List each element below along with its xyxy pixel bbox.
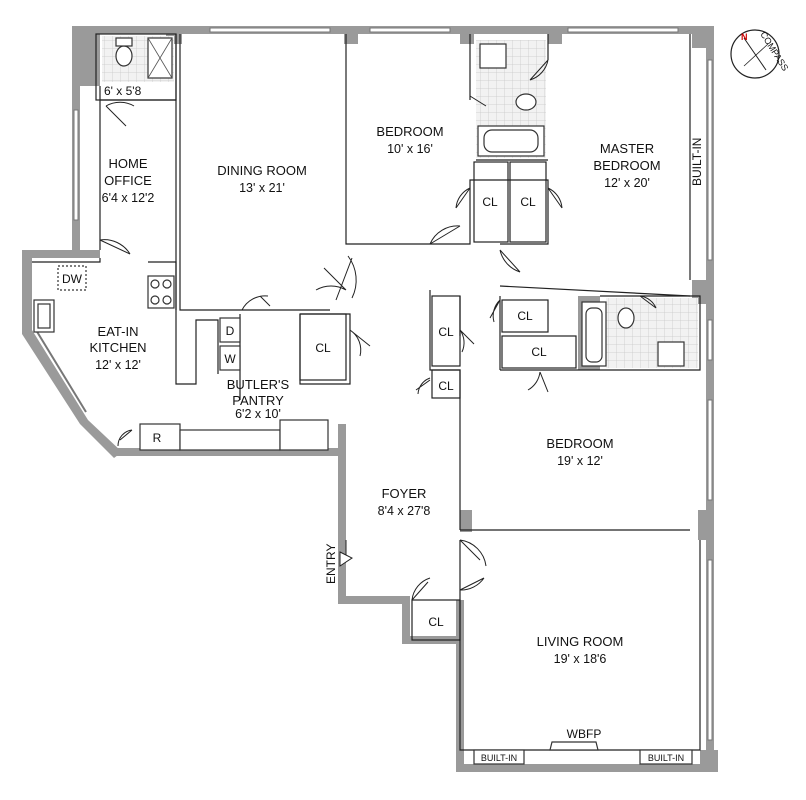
master-bedroom-name-2: BEDROOM xyxy=(593,158,660,173)
closet-labels: CL CL CL CL CL CL CL CL xyxy=(315,195,547,629)
kitchen-size: 12' x 12' xyxy=(95,358,141,372)
home-office-name-1: HOME xyxy=(109,156,148,171)
room-labels: 6' x 5'8 HOME OFFICE 6'4 x 12'2 DINING R… xyxy=(89,84,660,666)
bedroom-1-name: BEDROOM xyxy=(376,124,443,139)
bedroom-1-size: 10' x 16' xyxy=(387,142,433,156)
foyer-size: 8'4 x 27'8 xyxy=(378,504,431,518)
bedroom-2-name: BEDROOM xyxy=(546,436,613,451)
dining-room-name: DINING ROOM xyxy=(217,163,307,178)
closet-boxes xyxy=(299,161,577,641)
pantry-name-2: PANTRY xyxy=(232,393,284,408)
pantry-size: 6'2 x 10' xyxy=(235,407,281,421)
pantry-name-1: BUTLER'S xyxy=(227,377,290,392)
living-room-size: 19' x 18'6 xyxy=(554,652,607,666)
doors xyxy=(99,59,657,601)
fireplace-label: WBFP xyxy=(567,727,602,741)
walls xyxy=(22,26,718,772)
fixture-labels: DW R D W WBFP BUILT-IN BUILT-IN BUILT-IN… xyxy=(62,138,704,763)
compass-north: N xyxy=(741,32,748,42)
kitchen-name-2: KITCHEN xyxy=(89,340,146,355)
living-room-name: LIVING ROOM xyxy=(537,634,624,649)
master-bedroom-name-1: MASTER xyxy=(600,141,654,156)
closet-label: CL xyxy=(520,195,536,209)
foyer-name: FOYER xyxy=(382,486,427,501)
dishwasher-label: DW xyxy=(62,272,83,286)
entry-label: ENTRY xyxy=(324,544,338,584)
closet-label: CL xyxy=(438,379,454,393)
bath-tiles xyxy=(102,36,698,368)
dining-room-size: 13' x 21' xyxy=(239,181,285,195)
bedroom-2-size: 19' x 12' xyxy=(557,454,603,468)
built-in-left-label: BUILT-IN xyxy=(481,753,517,763)
closet-label: CL xyxy=(482,195,498,209)
small-bath-size: 6' x 5'8 xyxy=(104,84,142,98)
kitchen-name-1: EAT-IN xyxy=(98,324,139,339)
windows xyxy=(35,27,713,741)
closet-label: CL xyxy=(428,615,444,629)
built-in-master-label: BUILT-IN xyxy=(690,138,704,186)
compass: N COMPASS xyxy=(730,29,790,79)
built-in-right-label: BUILT-IN xyxy=(648,753,684,763)
closet-label: CL xyxy=(531,345,547,359)
home-office-size: 6'4 x 12'2 xyxy=(102,191,155,205)
entry-arrow-icon xyxy=(339,551,353,567)
closet-label: CL xyxy=(438,325,454,339)
washer-label: W xyxy=(224,352,236,366)
master-bedroom-size: 12' x 20' xyxy=(604,176,650,190)
bath-fixtures xyxy=(33,37,685,371)
home-office-name-2: OFFICE xyxy=(104,173,152,188)
closet-label: CL xyxy=(517,309,533,323)
closet-label: CL xyxy=(315,341,331,355)
refrigerator-label: R xyxy=(153,431,162,445)
dryer-label: D xyxy=(226,324,235,338)
